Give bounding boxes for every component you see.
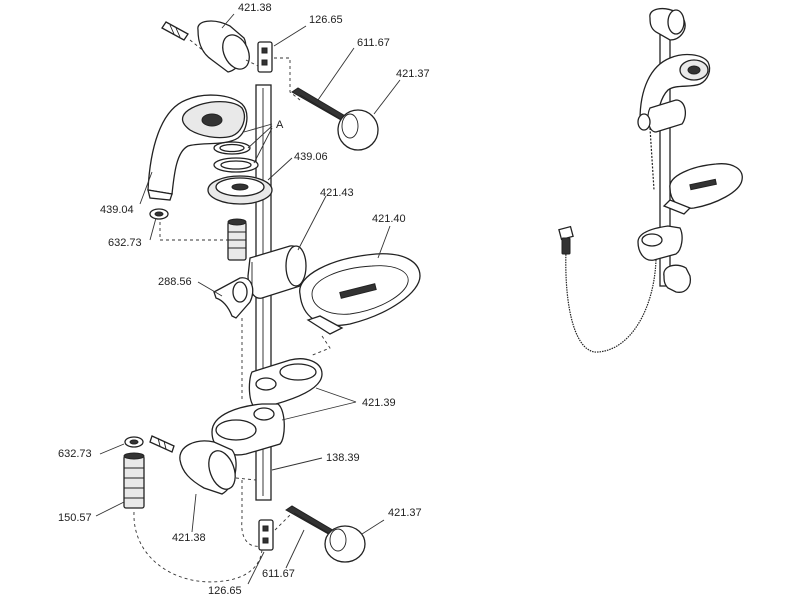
dish-holder-lower <box>211 403 285 456</box>
label-slider-bottom: 126.65 <box>208 585 242 597</box>
spray-plate <box>207 175 273 205</box>
label-washer-handset: 632.73 <box>108 237 142 249</box>
label-washer-lower: 632.73 <box>58 448 92 460</box>
label-slider-body: 421.43 <box>320 187 354 199</box>
hose-nut-lower <box>123 452 145 509</box>
hose-nut-top <box>227 218 247 261</box>
label-end-holder-top: 421.38 <box>238 2 272 14</box>
label-cover-cap-bottom: 421.37 <box>388 507 422 519</box>
label-soap-dish: 421.40 <box>372 213 406 225</box>
label-washers: A <box>276 119 284 131</box>
label-hose-nut: 150.57 <box>58 512 92 524</box>
top-wall-pin <box>161 21 206 53</box>
leader-lines <box>95 13 401 585</box>
end-holder-top <box>197 20 259 73</box>
label-screw-top: 611.67 <box>357 37 390 49</box>
washer-lower <box>124 436 144 448</box>
label-handset: 439.04 <box>100 204 134 216</box>
top-bracket <box>257 41 301 101</box>
screw-bottom <box>285 505 337 537</box>
end-holder-bottom <box>179 440 257 495</box>
cover-cap-top <box>337 109 379 151</box>
label-slider-top: 126.65 <box>309 14 343 26</box>
label-dish-holders: 421.39 <box>362 397 396 409</box>
label-screw-bottom: 611.67 <box>262 568 295 580</box>
slider-body <box>247 245 307 299</box>
dish-holder-upper <box>248 358 323 409</box>
handset-holder <box>213 277 254 319</box>
handset <box>147 94 248 201</box>
label-end-holder-bottom: 421.38 <box>172 532 206 544</box>
bottom-bracket <box>258 514 291 551</box>
washer-handset <box>149 208 169 220</box>
callout-labels: 421.38 126.65 611.67 421.37 A 439.06 421… <box>58 2 430 597</box>
cover-cap-bottom <box>324 525 366 563</box>
label-holder-288: 288.56 <box>158 276 192 288</box>
label-cover-cap-top: 421.37 <box>396 68 430 80</box>
soap-dish <box>299 253 421 357</box>
label-spray-plate: 439.06 <box>294 151 328 163</box>
label-rail: 138.39 <box>326 452 360 464</box>
assembled-view <box>558 7 743 353</box>
lower-wall-pin <box>149 435 175 453</box>
